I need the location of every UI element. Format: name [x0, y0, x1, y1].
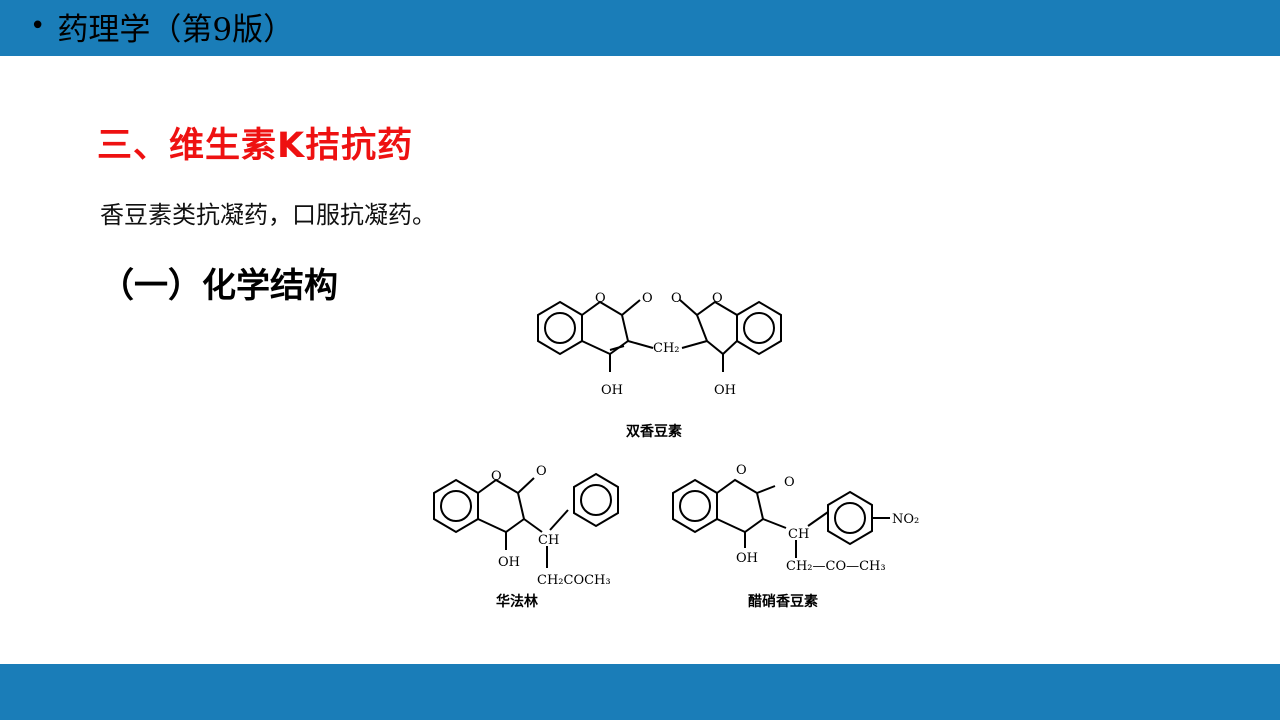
acenocoumarol-o1: O: [736, 463, 747, 478]
warfarin-carbonyl: [517, 477, 535, 494]
warfarin-o2: O: [536, 464, 547, 479]
chemical-structures-figure: O O O O CH₂ OH OH 双香豆素 O O OH CH CH₂COCH…: [410, 280, 930, 620]
acenocoumarol-o2: O: [784, 475, 795, 490]
bottom-banner: [0, 664, 1280, 720]
warfarin-benzene-aromatic: [440, 490, 472, 522]
warfarin-phenyl-aromatic: [580, 484, 612, 516]
dicoumarol-o2: O: [642, 291, 653, 306]
dicoumarol-ch2: CH₂: [653, 341, 680, 356]
acenocoumarol-nitrophenyl-aromatic: [834, 502, 866, 534]
dicoumarol-carbonyl-right: [679, 299, 698, 316]
dicoumarol-pyranone-left: [581, 300, 630, 356]
dicoumarol-carbonyl-left: [621, 299, 641, 316]
dicoumarol-benzene-left-aromatic: [544, 312, 576, 344]
dicoumarol-o4: O: [712, 291, 723, 306]
structures-svg: O O O O CH₂ OH OH 双香豆素 O O OH CH CH₂COCH…: [433, 291, 919, 610]
warfarin-side-chain: CH₂COCH₃: [537, 573, 611, 588]
acenocoumarol-nitrophenyl: [827, 490, 873, 546]
acenocoumarol-side-chain: CH₂—CO—CH₃: [786, 559, 886, 574]
acenocoumarol-aryl-bond: [807, 511, 829, 527]
slide-header: • 药理学（第9版）: [30, 6, 295, 48]
section-description: 香豆素类抗凝药，口服抗凝药。: [100, 201, 436, 229]
dicoumarol-oh-right: OH: [714, 383, 736, 398]
dicoumarol-benzene-right-aromatic: [743, 312, 775, 344]
section-title: 三、维生素K拮抗药: [97, 126, 414, 166]
dicoumarol-name: 双香豆素: [626, 423, 682, 440]
acenocoumarol-name: 醋硝香豆素: [748, 593, 818, 610]
warfarin-o1: O: [491, 469, 502, 484]
warfarin-phenyl: [573, 472, 619, 528]
warfarin-pyranone: [477, 478, 526, 534]
dicoumarol-benzene-right: [736, 300, 782, 356]
acenocoumarol-pyranone: [716, 478, 765, 534]
acenocoumarol-benzene-aromatic: [679, 490, 711, 522]
dicoumarol-oh-left: OH: [601, 383, 623, 398]
subsection-title: （一）化学结构: [100, 266, 338, 306]
dicoumarol-o3: O: [671, 291, 682, 306]
dicoumarol-double-left: [609, 345, 625, 351]
warfarin-name: 华法林: [496, 593, 538, 610]
top-banner: [0, 0, 1280, 56]
acenocoumarol-nitro: NO₂: [892, 512, 919, 527]
course-title: 药理学（第9版）: [57, 11, 295, 48]
bullet-icon: •: [30, 11, 46, 41]
warfarin-oh: OH: [498, 555, 520, 570]
warfarin-ch: CH: [538, 533, 559, 548]
dicoumarol-pyranone-right: [695, 300, 738, 356]
dicoumarol-ch2-bond-left: [627, 340, 654, 349]
warfarin-phenyl-bond: [549, 509, 569, 531]
dicoumarol-o1: O: [595, 291, 606, 306]
acenocoumarol-ch: CH: [788, 527, 809, 542]
dicoumarol-ch2-bond-right: [681, 340, 708, 349]
acenocoumarol-ch-bond: [762, 518, 787, 529]
acenocoumarol-carbonyl: [756, 485, 776, 494]
warfarin-ch-bond: [523, 518, 543, 533]
acenocoumarol-oh: OH: [736, 551, 758, 566]
